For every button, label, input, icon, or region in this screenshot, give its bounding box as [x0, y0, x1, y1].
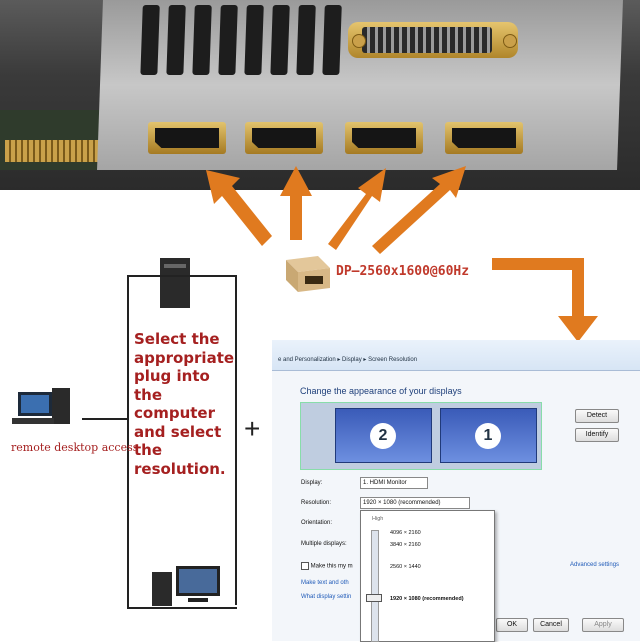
desktop-computer-icon	[12, 388, 70, 424]
remote-desktop-label: remote desktop access	[11, 441, 139, 454]
ok-button[interactable]: OK	[496, 618, 528, 632]
resolution-slider-track[interactable]	[371, 530, 379, 642]
dvi-pins	[362, 27, 492, 53]
screw-icon	[352, 34, 366, 48]
cancel-button[interactable]: Cancel	[533, 618, 569, 632]
instruction-line: resolution.	[134, 459, 226, 478]
instruction-line: and select	[134, 422, 222, 441]
slider-high-label: High	[372, 516, 384, 522]
address-bar[interactable]	[272, 340, 640, 371]
resolution-select[interactable]: 1920 × 1080 (recommended)	[360, 497, 470, 509]
resolution-label: Resolution:	[301, 500, 332, 506]
displayport-2	[245, 122, 323, 154]
displayport-3	[345, 122, 423, 154]
arrow-icon	[206, 170, 272, 246]
dp-resolution-label: DP—2560x1600@60Hz	[336, 264, 470, 279]
display-label: Display:	[301, 480, 323, 486]
identify-button[interactable]: Identify	[575, 428, 619, 442]
orientation-label: Orientation:	[301, 520, 333, 526]
screw-icon	[503, 34, 517, 48]
resolution-slider-thumb[interactable]	[366, 594, 382, 602]
instruction-line: computer	[134, 404, 215, 422]
pcie-gold-contacts	[5, 140, 115, 162]
resolution-option[interactable]: 3840 × 2160	[390, 542, 421, 548]
make-main-checkbox[interactable]: Make this my m	[301, 562, 353, 570]
monitor-2-tile[interactable]: 2	[335, 408, 432, 463]
monitor-number: 1	[475, 423, 501, 449]
advanced-settings-link[interactable]: Advanced settings	[570, 562, 620, 568]
resolution-option-selected[interactable]: 1920 × 1080 (recommended)	[390, 596, 464, 602]
resolution-option[interactable]: 2560 × 1440	[390, 564, 421, 570]
text-size-link[interactable]: Make text and oth	[301, 580, 349, 586]
plus-sign: +	[244, 413, 261, 444]
monitor-1-tile[interactable]: 1	[440, 408, 537, 463]
tower-computer-icon	[160, 258, 190, 308]
instruction-line: the	[134, 385, 163, 404]
displayport-4	[445, 122, 523, 154]
breadcrumb[interactable]: e and Personalization ▸ Display ▸ Screen…	[278, 357, 418, 363]
arrow-icon	[328, 168, 386, 250]
detect-button[interactable]: Detect	[575, 409, 619, 423]
display-settings-link[interactable]: What display settin	[301, 594, 352, 600]
dp-adapter-icon	[286, 256, 330, 292]
apply-button[interactable]: Apply	[582, 618, 624, 632]
instruction-line: Select the	[134, 330, 220, 348]
computer-and-monitor-icon	[152, 566, 220, 606]
checkbox-icon[interactable]	[301, 562, 309, 570]
displayport-1	[148, 122, 226, 154]
multiple-displays-label: Multiple displays:	[301, 541, 347, 547]
resolution-dropdown[interactable]	[360, 510, 495, 642]
instruction-line: appropriate	[134, 348, 235, 367]
display-select[interactable]: 1. HDMI Monitor	[360, 477, 428, 489]
arrow-icon	[372, 166, 466, 254]
monitor-number: 2	[370, 423, 396, 449]
arrow-icon	[492, 258, 598, 342]
make-main-label: Make this my m	[310, 563, 353, 570]
connection-line	[82, 418, 128, 420]
arrow-icon	[280, 166, 312, 240]
instruction-line: the	[134, 441, 163, 459]
connection-frame-right	[235, 275, 237, 605]
resolution-option[interactable]: 4096 × 2160	[390, 530, 421, 536]
instruction-line: plug into	[134, 367, 210, 385]
connection-frame	[127, 275, 237, 609]
page-title: Change the appearance of your displays	[300, 386, 462, 396]
instruction-text: Select the appropriate plug into the com…	[134, 330, 254, 478]
